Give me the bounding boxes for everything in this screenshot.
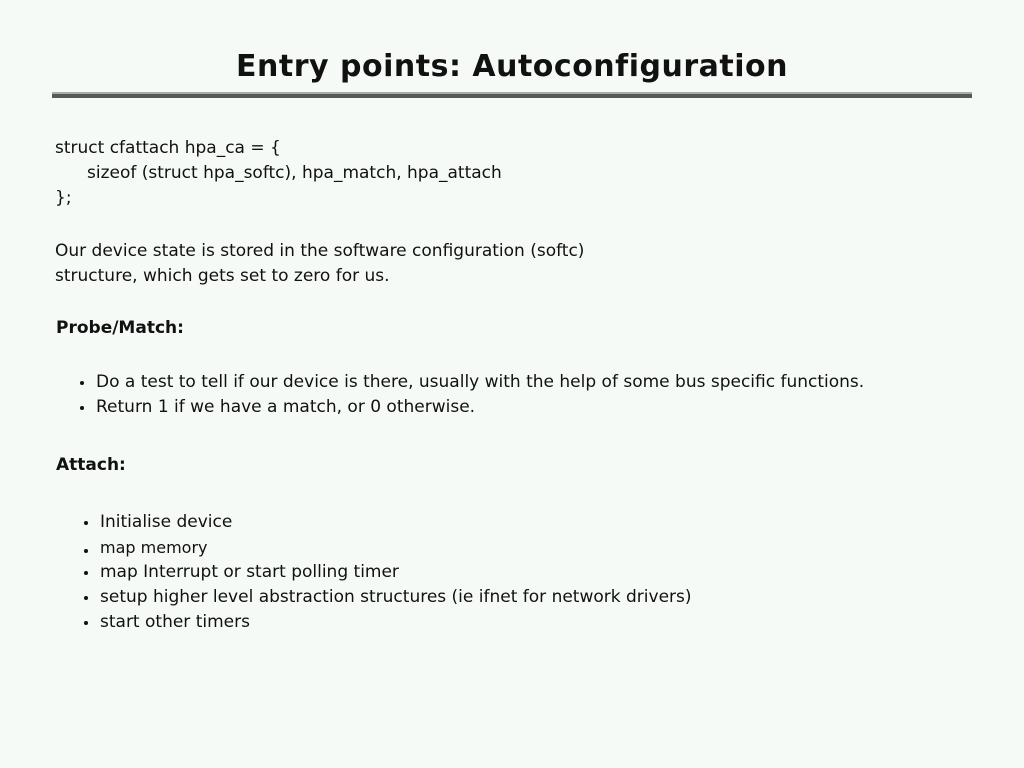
probe-match-bullet-list: Do a test to tell if our device is there… bbox=[80, 370, 864, 420]
bullet-icon bbox=[84, 621, 88, 625]
attach-bullet-list: Initialise device map memory map Interru… bbox=[84, 510, 692, 635]
code-line: struct cfattach hpa_ca = { bbox=[55, 138, 281, 158]
description-paragraph: Our device state is stored in the softwa… bbox=[55, 239, 584, 289]
list-item-label: setup higher level abstraction structure… bbox=[100, 587, 692, 607]
list-item-label: Return 1 if we have a match, or 0 otherw… bbox=[96, 397, 476, 417]
bullet-icon bbox=[80, 406, 84, 410]
list-item: start other timers bbox=[84, 610, 692, 635]
list-item: map memory bbox=[84, 535, 692, 560]
section-heading-probe-match: Probe/Match: bbox=[56, 318, 184, 338]
page-title: Entry points: Autoconfiguration bbox=[236, 49, 788, 84]
list-item-label: map Interrupt or start polling timer bbox=[100, 562, 399, 582]
bullet-icon bbox=[84, 596, 88, 600]
list-item: Return 1 if we have a match, or 0 otherw… bbox=[80, 395, 864, 420]
list-item-label: map memory bbox=[100, 538, 208, 557]
bullet-icon bbox=[84, 549, 88, 553]
bullet-icon bbox=[84, 571, 88, 575]
list-item: setup higher level abstraction structure… bbox=[84, 585, 692, 610]
list-item-label: Initialise device bbox=[100, 512, 233, 532]
paragraph-line: structure, which gets set to zero for us… bbox=[55, 266, 390, 286]
code-line: sizeof (struct hpa_softc), hpa_match, hp… bbox=[87, 163, 502, 183]
paragraph-line: Our device state is stored in the softwa… bbox=[55, 241, 585, 261]
title-divider bbox=[52, 92, 972, 98]
list-item: map Interrupt or start polling timer bbox=[84, 560, 692, 585]
list-item: Initialise device bbox=[84, 510, 692, 535]
code-line: }; bbox=[55, 188, 72, 208]
list-item-label: Do a test to tell if our device is there… bbox=[96, 372, 865, 392]
section-heading-attach: Attach: bbox=[56, 455, 126, 475]
bullet-icon bbox=[80, 381, 84, 385]
list-item-label: start other timers bbox=[100, 612, 250, 632]
code-block: struct cfattach hpa_ca = { sizeof (struc… bbox=[55, 136, 502, 211]
list-item: Do a test to tell if our device is there… bbox=[80, 370, 864, 395]
bullet-icon bbox=[84, 521, 88, 525]
